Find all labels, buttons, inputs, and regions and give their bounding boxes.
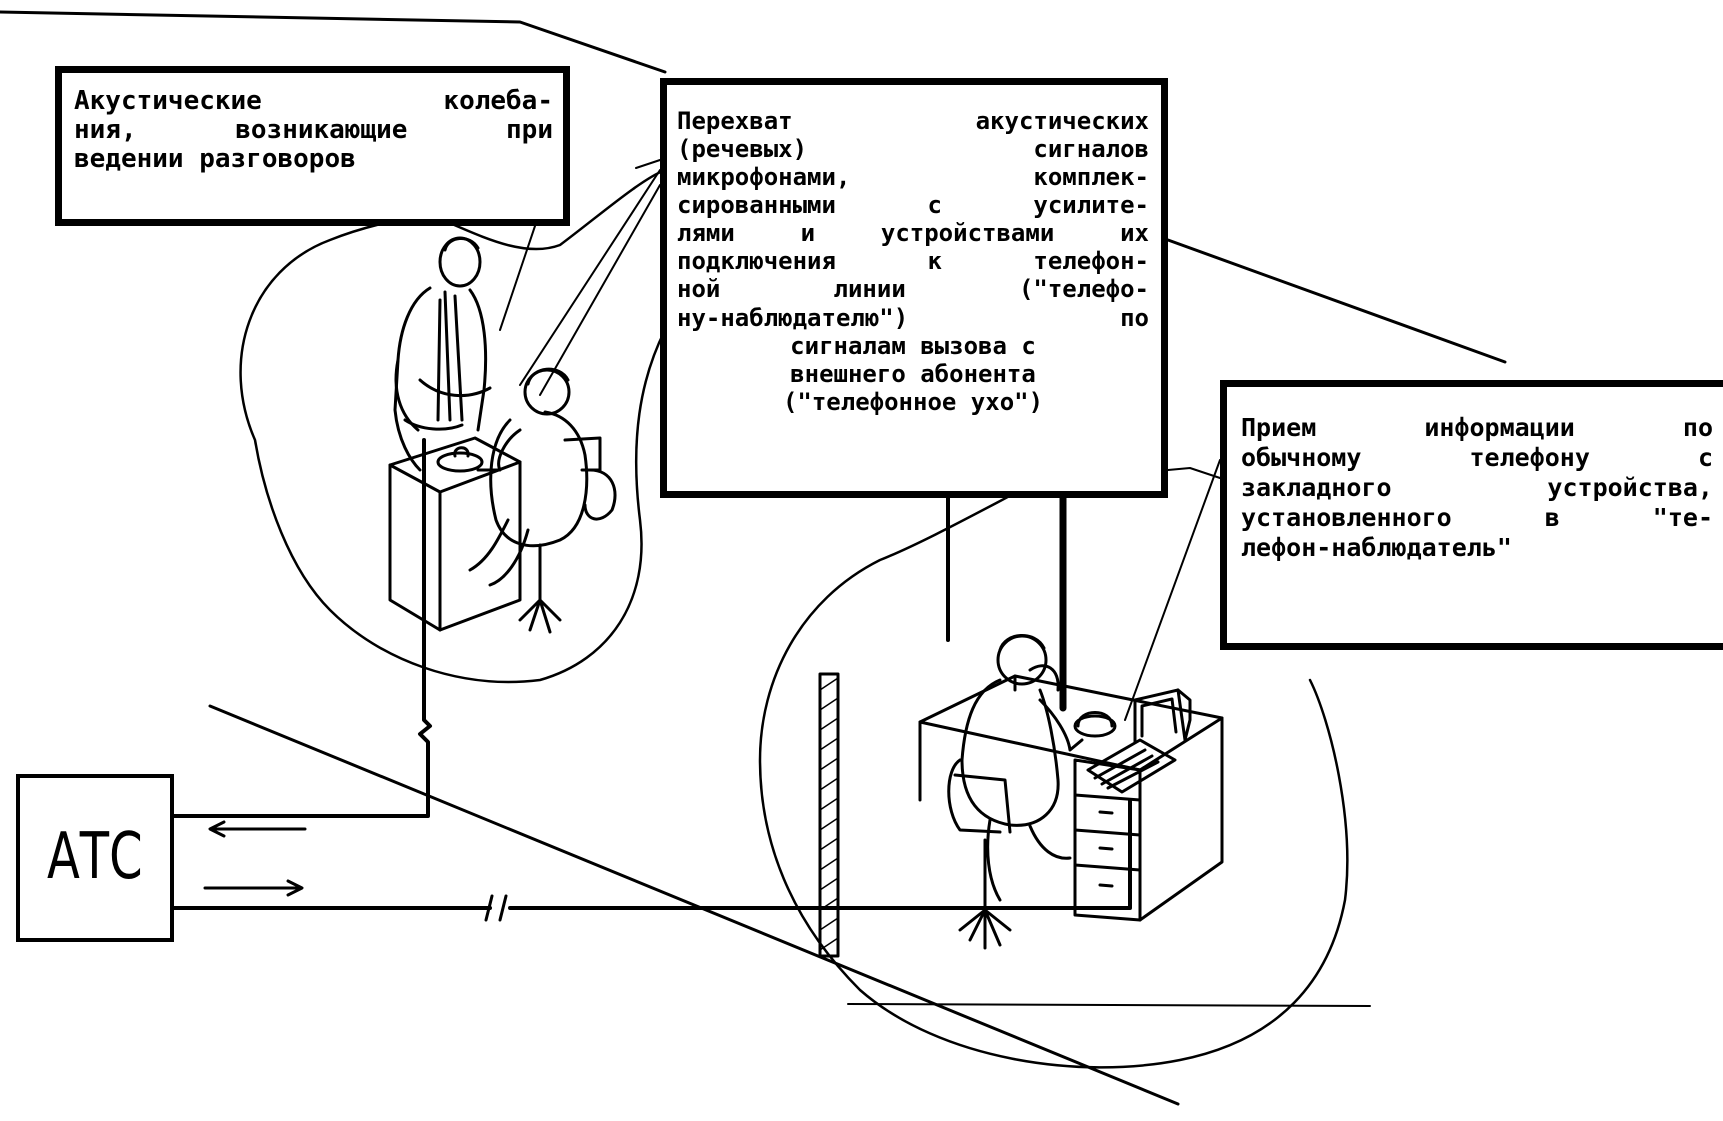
- text-box-signal-interception: Перехват акустических (речевых) сигналов…: [660, 78, 1168, 498]
- arrow-left: [210, 822, 305, 836]
- intercept-line: сигналам вызова с: [677, 332, 1149, 360]
- pointer-acoustic: [500, 226, 535, 330]
- intercept-line: внешнего абонента: [677, 360, 1149, 388]
- room2-telephone-unit: [1075, 690, 1190, 792]
- acoustic-line: ведении разговоров: [74, 145, 553, 174]
- wall-hatched: [820, 674, 838, 956]
- ats-exchange-box: АТС: [16, 774, 174, 942]
- arrow-right: [205, 881, 302, 895]
- pointer-intercept-c: [636, 160, 660, 168]
- reception-line: установленного в "те-: [1241, 503, 1713, 533]
- floor-line-long: [210, 706, 1178, 1104]
- intercept-line: сированными с усилите-: [677, 191, 1149, 219]
- reception-line: лефон-наблюдатель": [1241, 533, 1713, 563]
- reception-line: Прием информации по: [1241, 413, 1713, 443]
- intercept-line: ной линии ("телефо-: [677, 275, 1149, 303]
- room2-desk: [920, 676, 1222, 920]
- connector-intercept-reception: [1168, 468, 1220, 478]
- line-break-mark: [486, 896, 506, 920]
- intercept-line: Перехват акустических: [677, 107, 1149, 135]
- perspective-line-top: [0, 12, 665, 72]
- ats-label: АТС: [47, 822, 143, 894]
- room1-seated-man: [470, 369, 615, 632]
- acoustic-line: Акустические колеба-: [74, 87, 553, 116]
- perspective-line-right: [1168, 240, 1505, 362]
- text-box-acoustic-vibrations: Акустические колеба- ния, возникающие пр…: [55, 66, 570, 226]
- reception-line: закладного устройства,: [1241, 473, 1713, 503]
- reception-line: обычному телефону с: [1241, 443, 1713, 473]
- intercept-line: подключения к телефон-: [677, 247, 1149, 275]
- intercept-line: (речевых) сигналов: [677, 135, 1149, 163]
- phone-line-room1: [174, 440, 430, 816]
- text-box-information-reception: Прием информации по обычному телефону с …: [1220, 380, 1723, 650]
- intercept-line: ну-наблюдателю") по: [677, 304, 1149, 332]
- pointer-reception: [1125, 460, 1220, 720]
- intercept-line: микрофонами, комплек-: [677, 163, 1149, 191]
- room1-standing-man: [395, 238, 490, 470]
- room1-outline: [241, 170, 665, 682]
- intercept-line: лями и устройствами их: [677, 219, 1149, 247]
- acoustic-line: ния, возникающие при: [74, 116, 553, 145]
- intercept-line: ("телефонное ухо"): [677, 388, 1149, 416]
